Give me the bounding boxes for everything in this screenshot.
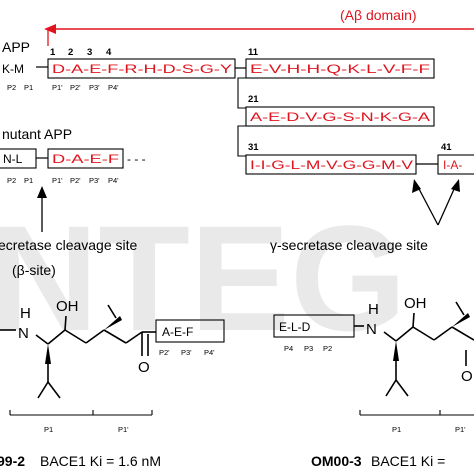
mutant-p2prime: P2': [70, 176, 81, 185]
mutant-seq: D-A-E-F: [52, 152, 119, 166]
gamma-site-arrows: [412, 179, 460, 226]
app-left-p1: P1: [24, 83, 33, 92]
mutant-p1prime: P1': [52, 176, 63, 185]
pos-number-4: 4: [106, 47, 112, 58]
right-atom-o: O: [461, 368, 473, 385]
row1-p4prime: P4': [108, 83, 119, 92]
right-compound-name: OM00-3: [311, 453, 362, 469]
seq-row-11: E-V-H-H-Q-K-L-V-F-F: [250, 62, 430, 76]
left-atom-o: O: [138, 359, 150, 376]
beta-site-arrow: [37, 186, 47, 232]
app-left-p2: P2: [7, 83, 16, 92]
right-bracket-p1prime: P1': [455, 425, 466, 434]
right-atom-h: H: [368, 301, 379, 318]
left-bracket-p1: P1: [44, 425, 53, 434]
mutant-left-p1: P1: [24, 176, 33, 185]
watermark-text: NTEG: [0, 194, 407, 362]
beta-site-label: ecretase cleavage site: [0, 237, 138, 253]
left-bracket-p1prime: P1': [118, 425, 129, 434]
seq-row-1: D-A-E-F-R-H-D-S-G-Y: [52, 62, 232, 76]
row1-p2prime: P2': [70, 83, 81, 92]
mutant-app-label: nutant APP: [2, 126, 72, 142]
compound-left-structure: [0, 304, 156, 399]
pos-number-11: 11: [248, 47, 259, 58]
left-box-aef: [155, 319, 225, 343]
pos-number-31: 31: [248, 142, 259, 153]
left-bracket: [9, 410, 153, 416]
app-label: APP: [2, 39, 30, 55]
mutant-seq-box: [47, 148, 124, 169]
right-bracket: [359, 410, 474, 416]
beta-site-sublabel: (β-site): [12, 262, 56, 278]
pos-number-41: 41: [441, 142, 452, 153]
seq-row-31: I-I-G-L-M-V-G-G-M-V: [250, 158, 413, 172]
left-atom-h: H: [20, 305, 31, 322]
row1-p3prime: P3': [89, 83, 100, 92]
pos-number-1: 1: [50, 47, 56, 58]
pos-number-21: 21: [248, 94, 259, 105]
right-p3: P3: [304, 344, 313, 353]
app-left-residues: K-M: [2, 62, 24, 76]
left-box-residues: A-E-F: [162, 325, 193, 339]
row1-p1prime: P1': [52, 83, 63, 92]
seq-box-41: [437, 154, 474, 175]
seq-box-11: [245, 58, 435, 79]
seq-box-21: [245, 106, 435, 127]
left-atom-oh: OH: [56, 298, 79, 315]
seq-row-41: I-A-: [443, 158, 462, 172]
compound-right-structure: [383, 301, 474, 397]
right-atom-oh: OH: [404, 295, 427, 312]
right-p2: P2: [323, 344, 332, 353]
right-bracket-p1: P1: [392, 425, 401, 434]
abeta-domain-label: (Aβ domain): [340, 7, 417, 23]
left-p2prime: P2': [159, 348, 170, 357]
right-p4: P4: [284, 344, 293, 353]
mutant-p3prime: P3': [89, 176, 100, 185]
seq-row-21: A-E-D-V-G-S-N-K-G-A: [250, 110, 430, 124]
left-p4prime: P4': [204, 348, 215, 357]
right-box-residues: E-L-D: [279, 320, 311, 334]
left-p3prime: P3': [181, 348, 192, 357]
pos-number-2: 2: [68, 47, 73, 58]
right-compound-ki: BACE1 Ki =: [371, 453, 445, 469]
mutant-left-residues: N-L: [3, 152, 23, 166]
mutant-tail: - - -: [127, 152, 146, 166]
left-atom-n: N: [18, 325, 29, 342]
mutant-p4prime: P4': [108, 176, 119, 185]
left-compound-name: 99-2: [0, 453, 25, 469]
mutant-left-p2: P2: [7, 176, 16, 185]
pos-number-3: 3: [87, 47, 92, 58]
gamma-site-label: γ-secretase cleavage site: [270, 237, 428, 253]
left-compound-ki: BACE1 Ki = 1.6 nM: [40, 453, 161, 469]
abeta-domain-arrow: [44, 24, 474, 46]
right-atom-n: N: [366, 321, 377, 338]
